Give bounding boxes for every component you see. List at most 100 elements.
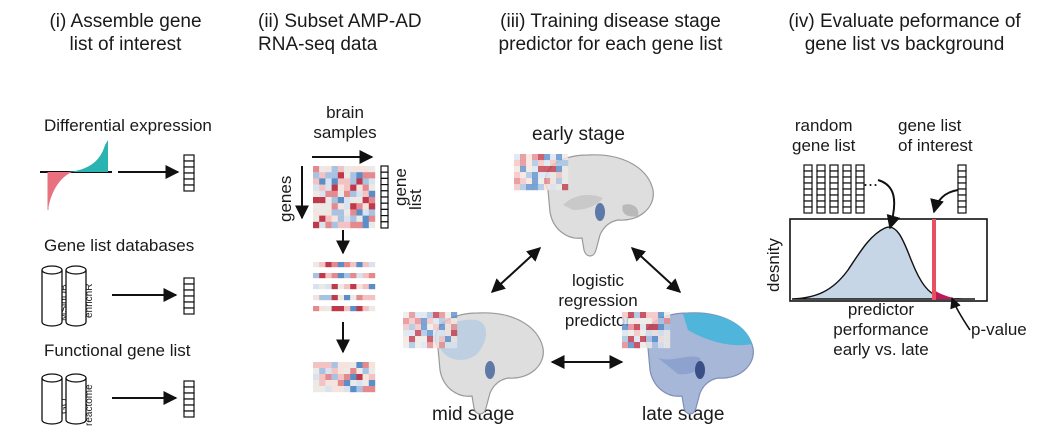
reduced-heatmap <box>313 362 376 393</box>
heatmap-cell <box>538 166 545 173</box>
heatmap-cell <box>319 221 326 229</box>
heatmap-cell <box>337 368 345 375</box>
gene-box <box>183 386 195 394</box>
heatmap-cell <box>331 172 338 179</box>
heatmap-cell <box>319 386 326 393</box>
gene-box <box>803 200 813 208</box>
heatmap-cell <box>362 172 369 179</box>
heatmap-cell <box>640 330 647 337</box>
heatmap-cell <box>313 197 320 204</box>
heatmap-cell <box>313 273 320 279</box>
heatmap-cell <box>433 342 440 349</box>
heatmap-cell <box>337 203 345 210</box>
heatmap-cell <box>356 295 363 301</box>
heatmap-cell <box>550 178 557 185</box>
heatmap-cell <box>313 172 320 179</box>
enrichr-cylinder-icon <box>65 265 87 327</box>
heatmap-cell <box>403 342 410 349</box>
heatmap-cell <box>344 215 351 222</box>
heatmap-cell <box>514 172 521 179</box>
heatmap-cell <box>544 178 551 185</box>
heatmap-cell <box>325 386 332 393</box>
heatmap-cell <box>368 368 376 375</box>
heatmap-cell <box>331 386 338 393</box>
gene-box <box>183 404 195 412</box>
heatmap-cell <box>664 312 671 319</box>
heatmap-cell <box>433 330 440 337</box>
predictor-label: logistic regression predictor <box>548 271 648 331</box>
step4-header-line1: (iv) Evaluate peformance of <box>788 11 1021 32</box>
heatmap-cell <box>350 197 357 204</box>
brain-samples-label: brain samples <box>300 103 390 143</box>
gene-box <box>842 206 852 214</box>
heatmap-cell <box>356 386 363 393</box>
gene-box <box>183 307 195 315</box>
gene-box <box>183 289 195 297</box>
upregulated-area <box>68 140 108 172</box>
heatmap-cell <box>319 284 326 290</box>
heatmap-cell <box>319 178 326 185</box>
gene-box <box>855 176 865 184</box>
heatmap-cell <box>350 306 357 312</box>
heatmap-cell <box>514 160 521 167</box>
heatmap-cell <box>433 312 440 319</box>
heatmap-cell <box>664 318 671 325</box>
heatmap-cell <box>520 154 527 161</box>
gene-box <box>380 215 389 223</box>
predictor-line3: predictor <box>564 311 632 330</box>
heatmap-cell <box>550 172 557 179</box>
heatmap-cell <box>538 160 545 167</box>
heatmap-cell <box>368 374 376 381</box>
heatmap-cell <box>344 203 351 210</box>
heatmap-cell <box>544 166 551 173</box>
heatmap-cell <box>331 368 338 375</box>
heatmap-cell <box>362 215 369 222</box>
reactome-cylinder-icon <box>65 373 87 425</box>
heatmap-cell <box>368 190 376 198</box>
heatmap-cell <box>344 221 351 229</box>
heatmap-cell <box>325 190 332 198</box>
heatmap-cell <box>664 342 671 349</box>
heatmap-cell <box>356 184 363 191</box>
arrow-early-late <box>630 247 682 293</box>
heatmap-cell <box>319 184 326 191</box>
heatmap-cell <box>368 284 376 290</box>
heatmap-cell <box>451 324 458 331</box>
heatmap-cell <box>337 215 345 222</box>
heatmap-cell <box>550 154 557 161</box>
gene-box <box>380 184 389 192</box>
gene-box <box>803 164 813 172</box>
gene-box <box>842 170 852 178</box>
gene-box <box>957 188 967 196</box>
heatmap-cell <box>368 178 376 185</box>
heatmap-cell <box>439 312 446 319</box>
heatmap-cell <box>337 209 345 216</box>
heatmap-cell <box>344 295 351 301</box>
heatmap-cell <box>658 324 665 331</box>
heatmap-cell <box>331 209 338 216</box>
heatmap-cell <box>451 342 458 349</box>
step3-header: (iii) Training disease stage predictor f… <box>468 10 753 56</box>
heatmap-cell <box>538 178 545 185</box>
heatmap-cell <box>409 342 416 349</box>
background-density-curve <box>791 226 976 300</box>
random-gene-list-label: random gene list <box>792 116 855 156</box>
heatmap-cell <box>652 342 659 349</box>
heatmap-cell <box>427 330 434 337</box>
heatmap-cell <box>362 203 369 210</box>
downregulated-area <box>48 172 72 210</box>
gene-box <box>816 194 826 202</box>
heatmap-cell <box>628 312 635 319</box>
heatmap-cell <box>658 318 665 325</box>
gene-box <box>855 206 865 214</box>
heatmap-cell <box>362 362 369 369</box>
heatmap-cell <box>344 362 351 369</box>
early-heatmap <box>514 154 569 191</box>
heatmap-cell <box>356 284 363 290</box>
heatmap-cell <box>337 273 345 279</box>
heatmap-cell <box>313 380 320 387</box>
heatmap-cell <box>368 166 376 173</box>
full-expression-heatmap <box>313 166 376 229</box>
gene-box <box>183 301 195 309</box>
heatmap-cell <box>313 203 320 210</box>
